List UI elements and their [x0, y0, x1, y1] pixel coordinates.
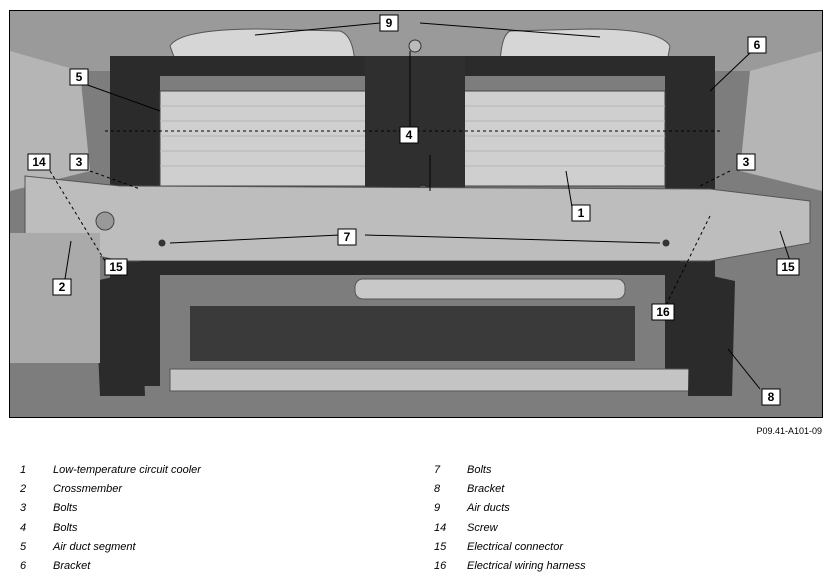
figure-code: P09.41-A101-09 — [756, 426, 822, 436]
legend-row: 2 Crossmember — [20, 479, 201, 498]
svg-text:4: 4 — [406, 128, 413, 142]
callout-2: 2 — [52, 278, 72, 296]
svg-text:3: 3 — [76, 155, 83, 169]
legend-row: 8 Bracket — [434, 479, 586, 498]
legend-number: 9 — [434, 502, 441, 515]
legend-description: Screw — [467, 521, 498, 534]
legend-row: 14 Screw — [434, 518, 586, 537]
svg-text:2: 2 — [59, 280, 66, 294]
callout-3-right: 3 — [736, 153, 756, 171]
callout-9: 9 — [379, 14, 399, 32]
legend-number: 3 — [20, 502, 27, 515]
svg-text:16: 16 — [656, 305, 670, 319]
legend-row: 3 Bolts — [20, 499, 201, 518]
right-lower-bracket — [688, 271, 735, 396]
dryer-tube — [354, 278, 626, 300]
legend-number: 1 — [20, 463, 27, 476]
callout-5: 5 — [69, 68, 89, 86]
center-bolt-top — [408, 39, 422, 53]
callout-4: 4 — [399, 126, 419, 144]
center-bracket — [365, 56, 465, 196]
legend-row: 5 Air duct segment — [20, 537, 201, 556]
legend-left: 1 Low-temperature circuit cooler 2 Crossme… — [20, 460, 201, 576]
legend-number: 6 — [20, 560, 27, 573]
legend-description: Electrical connector — [467, 540, 563, 553]
callout-15-right: 15 — [776, 258, 800, 276]
callout-14: 14 — [27, 153, 51, 171]
callout-15-left: 15 — [104, 258, 128, 276]
legend-description: Crossmember — [53, 482, 123, 495]
svg-text:15: 15 — [781, 260, 795, 274]
callout-8: 8 — [761, 388, 781, 406]
svg-text:1: 1 — [578, 206, 585, 220]
legend-description: Bolts — [467, 463, 492, 476]
legend-number: 8 — [434, 482, 441, 495]
condenser-area — [190, 306, 635, 361]
legend-number: 14 — [434, 521, 447, 534]
svg-text:9: 9 — [386, 16, 393, 30]
legend-description: Bolts — [53, 502, 78, 515]
low-temp-circuit-cooler — [24, 175, 811, 262]
screw-hole — [95, 211, 115, 231]
svg-text:5: 5 — [76, 70, 83, 84]
legend-row: 7 Bolts — [434, 460, 586, 479]
legend-number: 15 — [434, 540, 447, 553]
callout-1: 1 — [571, 204, 591, 222]
legend-row: 4 Bolts — [20, 518, 201, 537]
legend-description: Electrical wiring harness — [467, 560, 586, 573]
callout-6: 6 — [747, 36, 767, 54]
left-grille — [10, 233, 100, 363]
bolt-right — [662, 239, 670, 247]
legend-description: Air duct segment — [53, 540, 136, 553]
legend-row: 16 Electrical wiring harness — [434, 556, 586, 575]
legend-number: 16 — [434, 560, 447, 573]
lower-frame — [140, 261, 680, 275]
svg-text:14: 14 — [32, 155, 46, 169]
leader-lines — [64, 22, 791, 390]
lower-tank — [169, 368, 691, 392]
legend-row: 15 Electrical connector — [434, 537, 586, 556]
left-lower-bracket — [95, 271, 145, 396]
legend-description: Bracket — [467, 482, 505, 495]
legend-row: 9 Air ducts — [434, 499, 586, 518]
callout-16: 16 — [651, 303, 675, 321]
svg-text:3: 3 — [743, 155, 750, 169]
callout-7: 7 — [337, 228, 357, 246]
legend-row: 6 Bracket — [20, 556, 201, 575]
right-headlight-area — [740, 51, 822, 191]
svg-text:7: 7 — [344, 230, 351, 244]
legend-description: Low-temperature circuit cooler — [53, 463, 201, 476]
bolt-left — [158, 239, 166, 247]
svg-text:8: 8 — [768, 390, 775, 404]
legend-description: Air ducts — [467, 502, 510, 515]
legend-number: 4 — [20, 521, 27, 534]
svg-text:15: 15 — [109, 260, 123, 274]
legend-number: 5 — [20, 540, 27, 553]
legend-row: 1 Low-temperature circuit cooler — [20, 460, 201, 479]
technical-illustration: 9 5 6 4 14 3 3 1 — [9, 10, 823, 418]
svg-text:6: 6 — [754, 38, 761, 52]
legend-number: 7 — [434, 463, 441, 476]
callout-3-left: 3 — [69, 153, 89, 171]
legend-description: Bolts — [53, 521, 78, 534]
front-end-drawing: 9 5 6 4 14 3 3 1 — [10, 11, 822, 417]
legend-description: Bracket — [53, 560, 91, 573]
legend-number: 2 — [20, 482, 27, 495]
